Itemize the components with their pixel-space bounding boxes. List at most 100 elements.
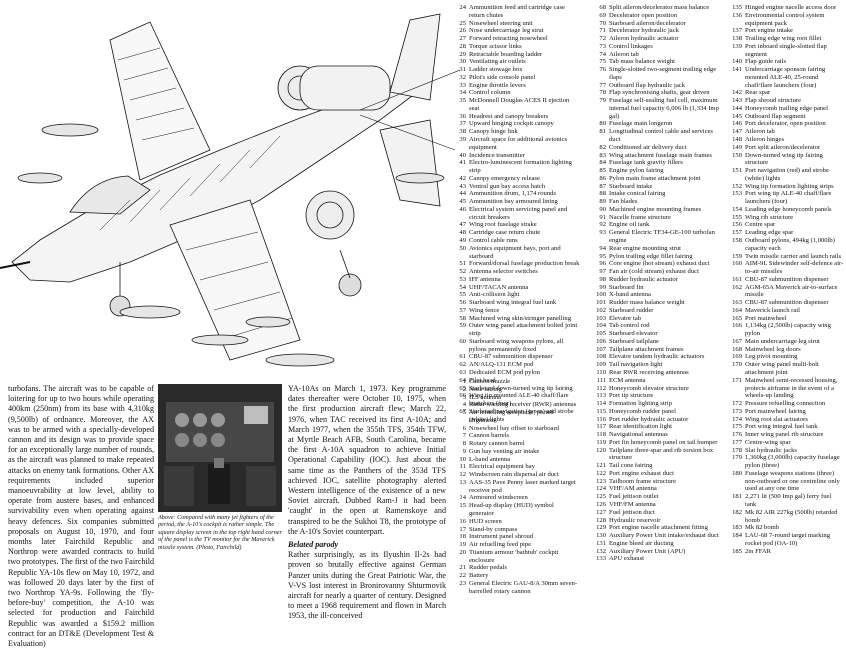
key-label: Rudder pedals (469, 564, 507, 572)
key-label: Honeycomb elevator structure (609, 384, 689, 392)
key-number: 84 (599, 159, 606, 167)
key-number: 90 (599, 205, 606, 213)
key-number: 160 (732, 260, 742, 268)
key-number: 106 (596, 337, 606, 345)
key-number: 103 (596, 314, 606, 322)
key-number: 161 (732, 275, 742, 283)
key-number: 111 (596, 376, 606, 384)
key-label: Port engine exhaust duct (609, 469, 675, 477)
key-label: Fuselage tank gravity fillers (609, 159, 683, 167)
key-number: 6 (462, 424, 466, 432)
key-number: 96 (599, 260, 606, 268)
article-paragraph: Rather surprisingly, as its Ilyushin Il-… (288, 550, 446, 621)
key-label: Pressure refuelling connection (745, 400, 826, 408)
key-number: 61 (459, 353, 466, 361)
key-number: 168 (732, 345, 742, 353)
key-label: Rudder hydraulic actuator (609, 275, 678, 283)
key-label: Torque scissor links (469, 42, 522, 50)
key-label: Mainwheel leg doors (745, 345, 801, 353)
key-number: 151 (732, 167, 742, 175)
key-label: Formation lighting strip (609, 400, 673, 408)
key-number: 97 (599, 268, 606, 276)
key-label: Gun bay venting air intake (469, 447, 540, 455)
key-label: Flap synchronising shafts, gear driven (609, 89, 710, 97)
key-label: Engine bleed air ducting (609, 539, 674, 547)
key-number: 86 (599, 174, 606, 182)
key-label: Canopy hinge link (469, 128, 518, 136)
key-label: Conditioned air delivery duct (609, 143, 687, 151)
key-label: APU exhaust (609, 555, 644, 563)
key-number: 112 (596, 384, 606, 392)
key-label: Environmental control system equipment p… (745, 11, 825, 27)
key-number: 35 (459, 97, 466, 105)
key-label: Port decelerator, open position (745, 120, 826, 128)
key-number: 114 (596, 400, 606, 408)
key-number: 119 (596, 438, 606, 446)
key-number: 139 (732, 42, 742, 50)
key-number: 99 (599, 283, 606, 291)
key-label: Rear spar (745, 89, 771, 97)
key-number: 29 (459, 50, 466, 58)
key-number: 37 (459, 120, 466, 128)
key-label: VHF/AM antenna (609, 485, 657, 493)
key-label: Aircraft space for additional avionics e… (469, 136, 568, 151)
key-number: 33 (459, 81, 466, 89)
key-label: Forward retracting nosewheel (469, 35, 548, 43)
key-number: 14 (459, 494, 466, 502)
key-label: Decelerator open position (609, 11, 678, 19)
key-number: 128 (596, 516, 606, 524)
key-label: Honeycomb rudder panel (609, 407, 677, 415)
key-label: Fuselage main longeron (609, 120, 673, 128)
key-number: 143 (732, 97, 742, 105)
key-number: 181 (732, 493, 742, 501)
key-label: Wing root slat actuators (745, 415, 808, 423)
key-number: 122 (596, 469, 606, 477)
key-number: 39 (459, 136, 466, 144)
key-label: Windscreen rain dispersal air duct (469, 471, 559, 479)
key-number: 118 (596, 431, 606, 439)
key-label: Fan air (cold stream) exhaust duct (609, 268, 699, 276)
key-number: 170 (732, 361, 742, 369)
key-number: 182 (732, 508, 742, 516)
key-label: CBU-87 submunition dispenser (745, 299, 829, 307)
